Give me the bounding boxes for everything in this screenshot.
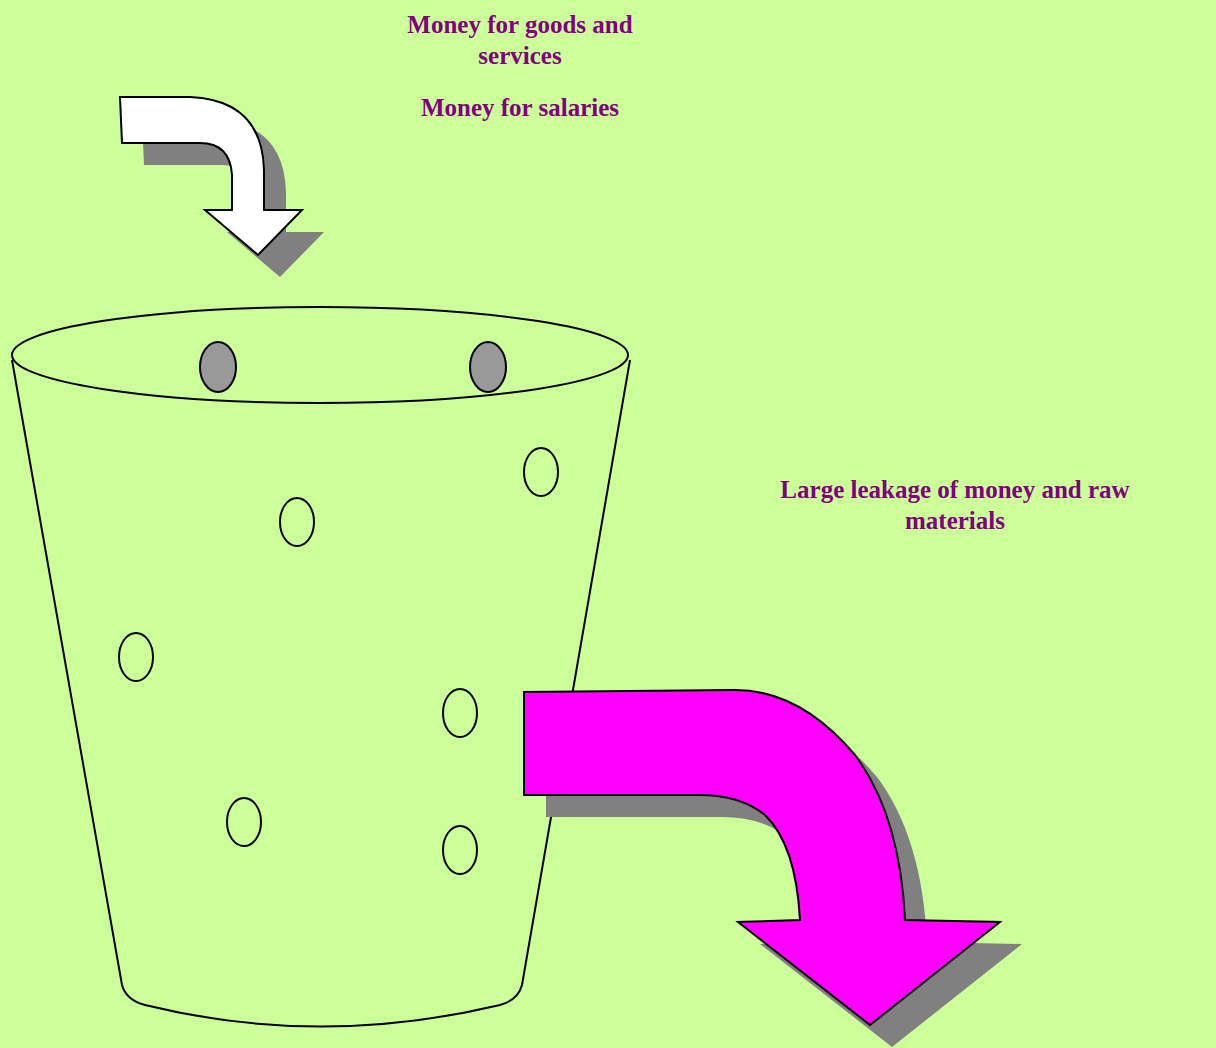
outflow-arrow <box>524 690 1022 1047</box>
leak-hole <box>524 448 558 496</box>
handle-hole <box>470 342 506 392</box>
handle-hole <box>200 342 236 392</box>
curved-arrow <box>524 690 1000 1025</box>
bucket-rim <box>12 307 628 403</box>
inflow-arrow <box>120 97 324 277</box>
leak-hole <box>119 633 153 681</box>
leak-hole <box>443 689 477 737</box>
leak-hole <box>280 498 314 546</box>
curved-arrow <box>120 97 302 255</box>
bucket <box>12 307 630 1027</box>
leak-hole <box>443 826 477 874</box>
flow-label: Money for goods and services <box>375 9 665 71</box>
flow-label: Money for salaries <box>375 92 665 123</box>
leak-hole <box>227 798 261 846</box>
flow-label: Large leakage of money and raw materials <box>740 474 1170 536</box>
